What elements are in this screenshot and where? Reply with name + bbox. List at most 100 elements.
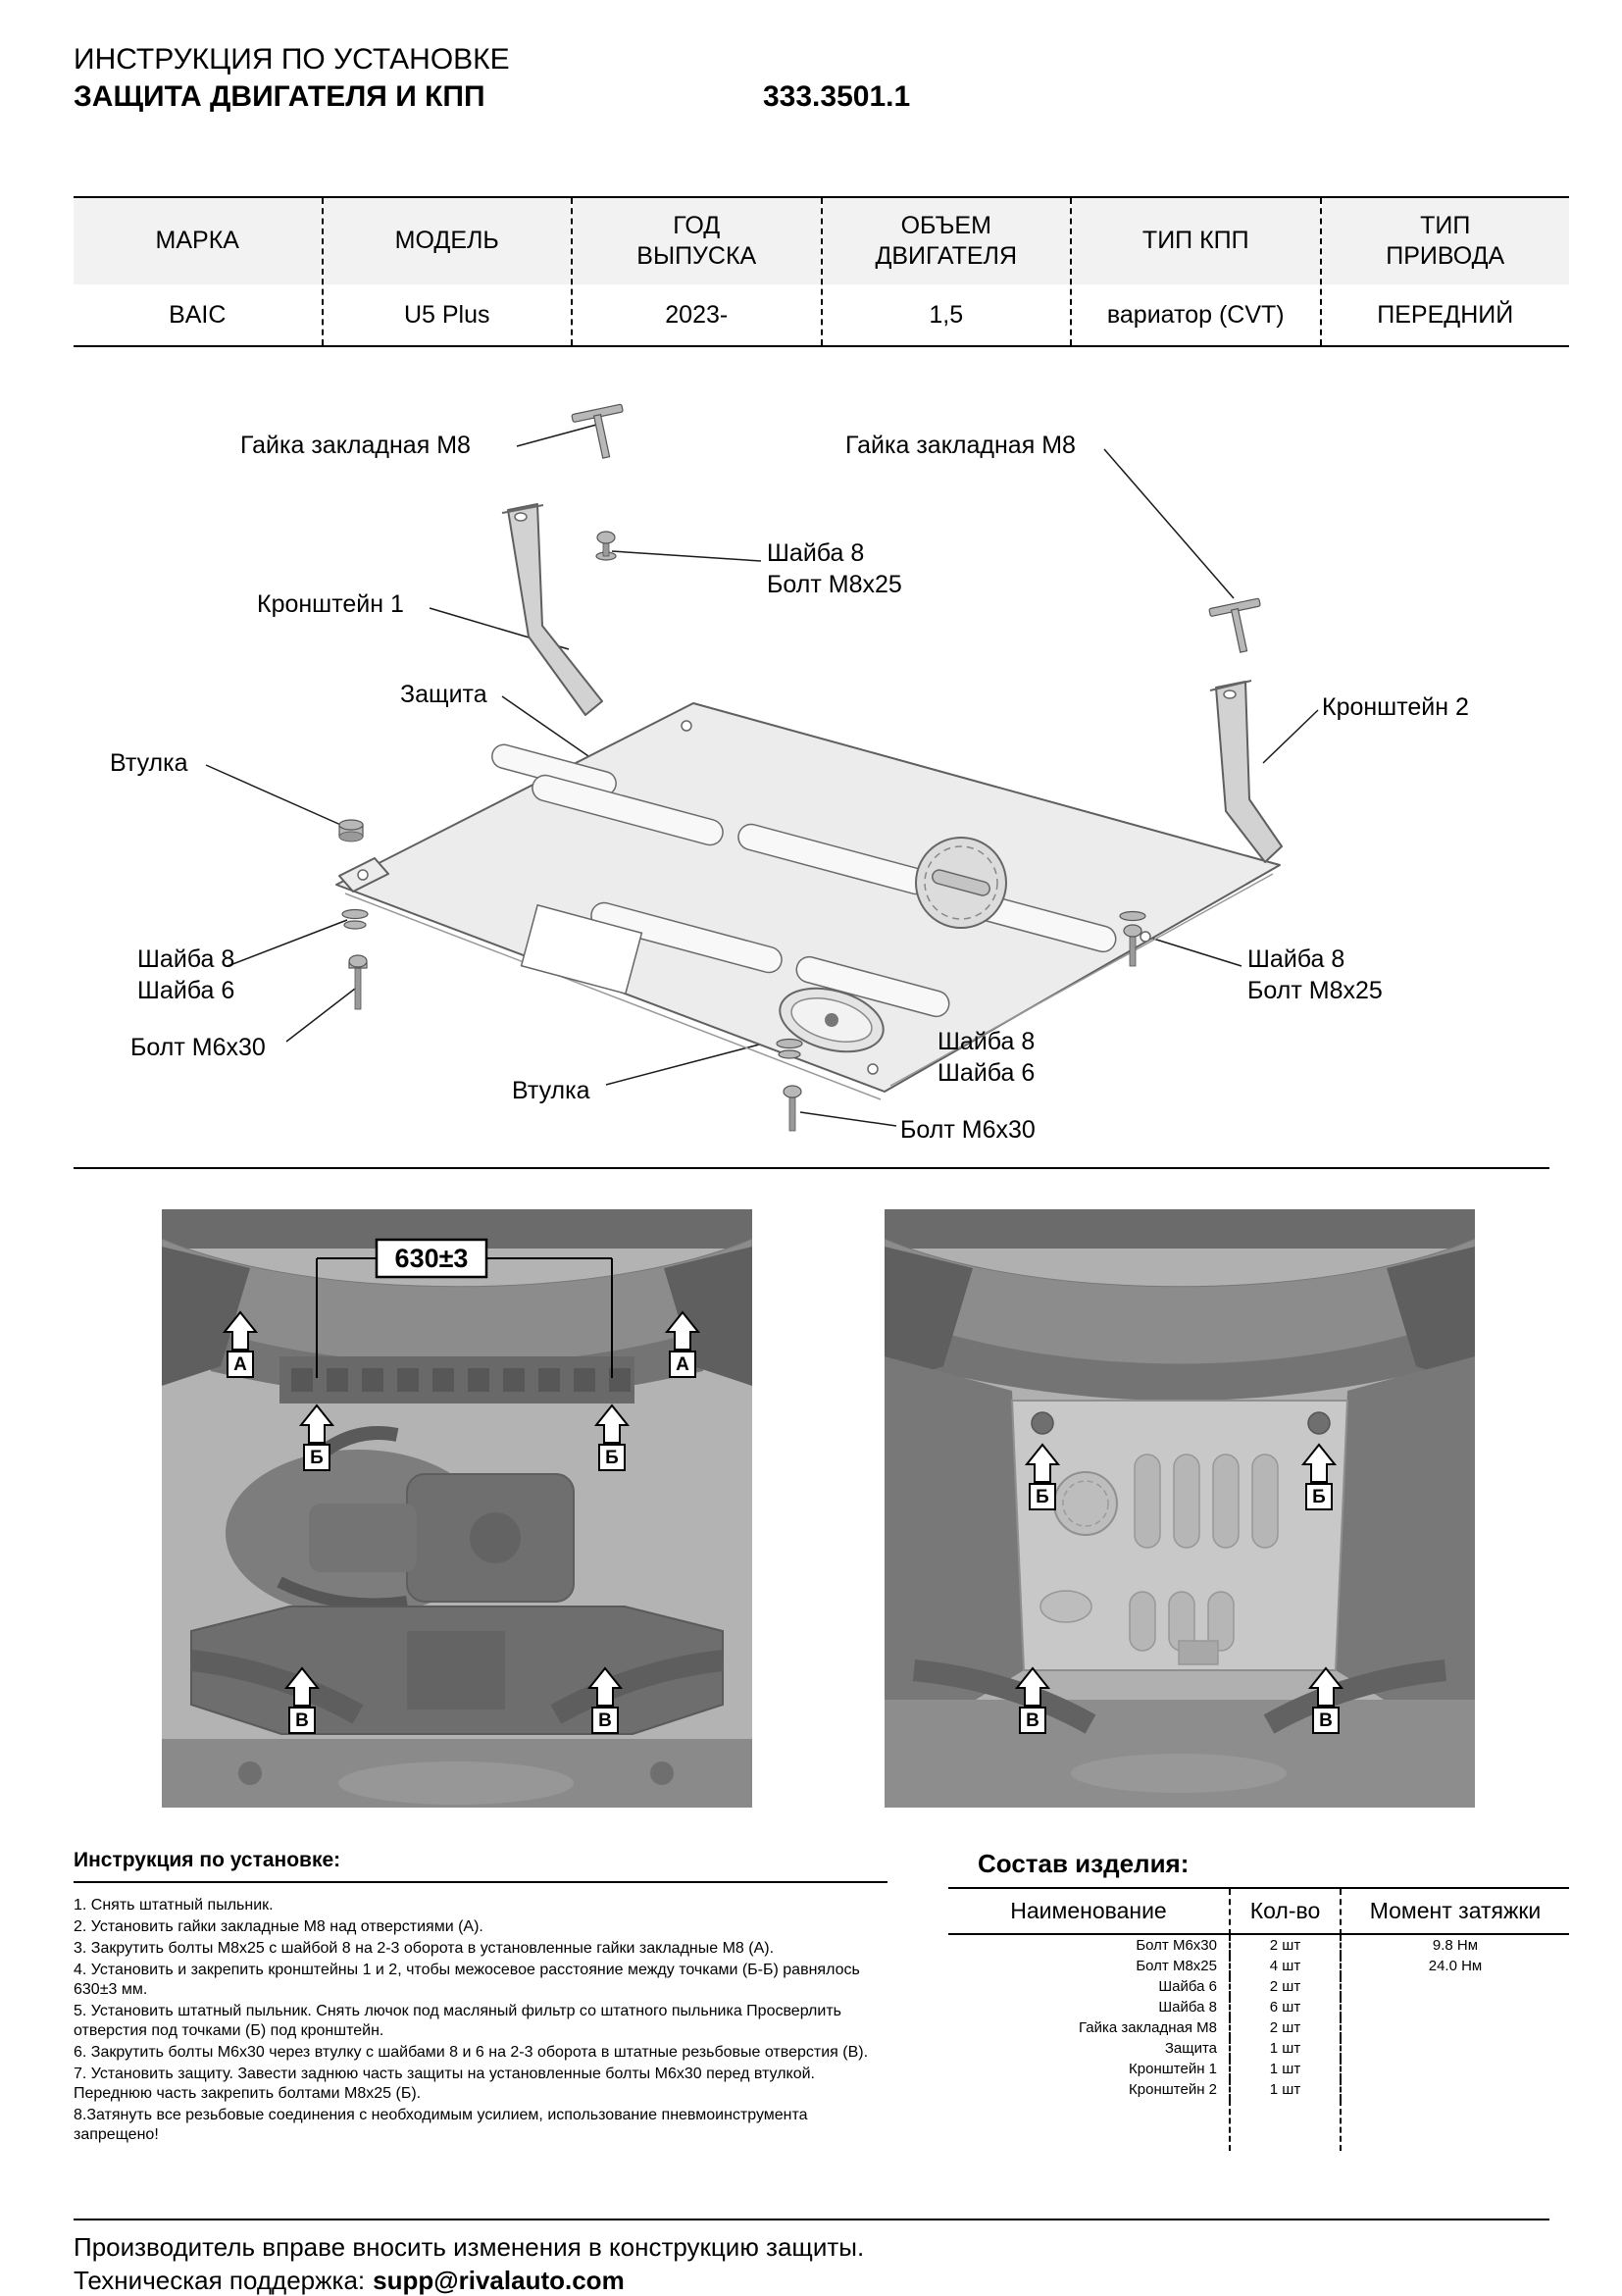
spec-value-engine: 1,5 (929, 300, 964, 329)
arrow-b-icon: Б (298, 1403, 335, 1471)
underbody-photo-left: 630±3 А А Б Б (162, 1209, 752, 1808)
instructions-steps: 1. Снять штатный пыльник. 2. Установить … (74, 1896, 887, 2145)
part-row-torque: 24.0 Нм (1340, 1956, 1569, 1976)
spec-value-brand: BAIC (169, 300, 227, 329)
doc-title-line1: ИНСТРУКЦИЯ ПО УСТАНОВКЕ (74, 43, 510, 76)
embedded-nut-right-icon (1208, 597, 1261, 653)
instruction-step: 3. Закрутить болты М8х25 с шайбой 8 на 2… (74, 1940, 775, 1957)
spec-value-gearbox: вариатор (CVT) (1106, 300, 1285, 329)
arrow-letter-a: А (676, 1354, 689, 1375)
arrow-v-icon: В (1307, 1666, 1344, 1734)
part-row-torque (1340, 1997, 1569, 2017)
spec-header-drive: ТИП ПРИВОДА (1321, 198, 1569, 284)
support-email[interactable]: supp@rivalauto.com (373, 2266, 625, 2295)
label-bolt-left: Болт М6х30 (130, 1034, 266, 1061)
label-bracket-2: Кронштейн 2 (1322, 693, 1469, 721)
arrow-a-icon: А (222, 1310, 259, 1378)
label-washer-bolt-right: Шайба 8 Болт М8х25 (1247, 945, 1383, 1004)
arrow-letter-v: В (1026, 1710, 1039, 1731)
floor (162, 1739, 752, 1808)
arrow-b-icon: Б (593, 1403, 631, 1471)
parts-heading: Состав изделия: (978, 1849, 1190, 1878)
part-row-qty: 1 шт (1229, 2059, 1340, 2079)
doc-title-line2: ЗАЩИТА ДВИГАТЕЛЯ И КПП (74, 80, 485, 113)
part-row-name: Болт М6х30 (1136, 1937, 1217, 1954)
arrow-letter-v: В (295, 1710, 309, 1731)
underbody-photo-left-image: 630±3 А А Б Б (162, 1209, 752, 1808)
arrow-letter-b: Б (1036, 1487, 1049, 1507)
underbody-photo-right: Б Б В В (885, 1209, 1475, 1808)
spec-header-year: ГОД ВЫПУСКА (573, 198, 821, 284)
manufacturer-note: Производитель вправе вносить изменения в… (74, 2232, 865, 2262)
instruction-step: 6. Закрутить болты М6х30 через втулку с … (74, 2044, 869, 2061)
arrow-letter-b: Б (605, 1448, 619, 1468)
part-row-name: Болт М8х25 (1136, 1958, 1217, 1974)
arrow-letter-v: В (598, 1710, 612, 1731)
shield-plate (335, 702, 1281, 1100)
underbody-photo-right-image: Б Б В В (885, 1209, 1475, 1808)
arrow-v-icon: В (1014, 1666, 1051, 1734)
label-washers-bottom: Шайба 8 Шайба 6 (938, 1028, 1036, 1087)
part-row-torque (1340, 1976, 1569, 1997)
part-row-torque: 9.8 Нм (1340, 1935, 1569, 1956)
spec-col-engine: ОБЪЕМ ДВИГАТЕЛЯ 1,5 (820, 198, 1070, 345)
bracket-1 (501, 503, 603, 716)
subframe (189, 1606, 725, 1735)
parts-col-torque: Момент затяжки (1340, 1889, 1569, 1935)
instruction-step: 5. Установить штатный пыльник. Снять люч… (74, 2003, 841, 2039)
exploded-diagram (205, 403, 1319, 1132)
parts-grid: Наименование Кол-во Момент затяжки Болт … (948, 1887, 1569, 2151)
label-bracket-1: Кронштейн 1 (257, 590, 404, 618)
part-row-name: Шайба 6 (1158, 1978, 1217, 1995)
table-filler (1229, 2100, 1340, 2151)
table-filler (948, 2100, 1229, 2151)
spec-col-drive: ТИП ПРИВОДА ПЕРЕДНИЙ (1319, 198, 1569, 345)
arrow-letter-b: Б (1312, 1487, 1326, 1507)
service-hatch (520, 903, 643, 995)
rear-bushing-seat (779, 987, 885, 1053)
spec-header-engine: ОБЪЕМ ДВИГАТЕЛЯ (822, 198, 1070, 284)
instruction-step: 4. Установить и закрепить кронштейны 1 и… (74, 1962, 860, 1998)
underbody-sides (885, 1356, 1475, 1719)
arrow-b-icon: Б (1024, 1443, 1061, 1510)
arrow-v-icon: В (586, 1666, 624, 1734)
part-row-name: Кронштейн 1 (1129, 2061, 1217, 2077)
instructions-divider (74, 1881, 887, 1883)
spec-col-model: МОДЕЛЬ U5 Plus (321, 198, 571, 345)
part-row-torque (1340, 2038, 1569, 2059)
support-line: Техническая поддержка:supp@rivalauto.com (74, 2266, 625, 2296)
arrow-a-icon: А (664, 1310, 701, 1378)
bolt-m8x25-right-icon (1119, 910, 1146, 967)
spec-value-drive: ПЕРЕДНИЙ (1377, 300, 1514, 329)
label-washers-left: Шайба 8 Шайба 6 (137, 945, 235, 1004)
parts-col-qty: Кол-во (1229, 1889, 1340, 1935)
parts-col-name: Наименование (948, 1889, 1229, 1935)
spec-col-gearbox: ТИП КПП вариатор (CVT) (1070, 198, 1320, 345)
arrow-letter-a: А (233, 1354, 247, 1375)
part-row-name: Гайка закладная М8 (1079, 2019, 1217, 2036)
installed-shield (1010, 1400, 1349, 1671)
part-row-name: Защита (1164, 2040, 1217, 2057)
label-embedded-nut-left: Гайка закладная М8 (240, 432, 471, 459)
part-row-qty: 2 шт (1229, 1935, 1340, 1956)
instruction-step: 8.Затянуть все резьбовые соединения с не… (74, 2107, 808, 2143)
part-row-torque (1340, 2079, 1569, 2100)
spec-value-year: 2023- (665, 300, 729, 329)
bolt-m6x30-left-icon (348, 954, 368, 1010)
crash-beam (279, 1356, 634, 1403)
spec-value-model: U5 Plus (403, 300, 490, 329)
instruction-step: 7. Установить защиту. Завести заднюю час… (74, 2066, 815, 2102)
spec-col-brand: МАРКА BAIC (74, 198, 322, 345)
footer-divider (74, 2219, 1549, 2220)
install-instructions: Инструкция по установке: 1. Снять штатны… (74, 1849, 887, 2147)
label-bolt-bottom: Болт М6х30 (900, 1116, 1036, 1144)
arrow-letter-b: Б (310, 1448, 324, 1468)
table-filler (1340, 2100, 1569, 2151)
label-shield: Защита (400, 681, 487, 708)
bracket-2 (1209, 680, 1283, 863)
label-bushing-left: Втулка (110, 749, 188, 777)
spec-table: МАРКА BAIC МОДЕЛЬ U5 Plus ГОД ВЫПУСКА 20… (74, 196, 1569, 347)
embedded-nut-left-icon (571, 403, 624, 459)
spec-header-brand: МАРКА (74, 198, 322, 284)
